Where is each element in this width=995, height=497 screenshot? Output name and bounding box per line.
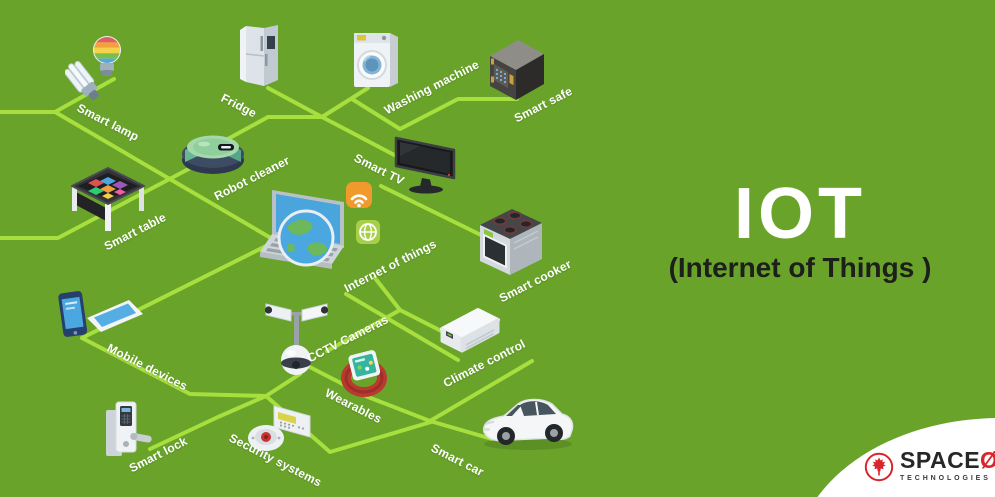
page-title: IOT bbox=[734, 174, 866, 254]
fridge-icon bbox=[240, 25, 278, 86]
title-block: IOT (Internet of Things ) bbox=[633, 174, 967, 284]
smart-tv-icon bbox=[394, 136, 456, 194]
smart-car-icon bbox=[483, 398, 574, 450]
line-wearables-car bbox=[298, 360, 494, 441]
smart-safe-icon bbox=[490, 40, 544, 100]
logo-brand: SPACEØ bbox=[900, 449, 995, 472]
internet-of-things-icon bbox=[260, 182, 380, 269]
logo-text: SPACEØ TECHNOLOGIES bbox=[900, 449, 995, 483]
smart-lamp-icon bbox=[65, 36, 121, 101]
cctv-cameras-icon bbox=[264, 303, 329, 375]
line-smart-safe bbox=[350, 97, 519, 131]
washing-machine-icon bbox=[354, 33, 398, 87]
brand-logo: SPACEØ TECHNOLOGIES bbox=[862, 449, 995, 489]
line-washing-machine bbox=[320, 86, 370, 119]
logo-subtext: TECHNOLOGIES bbox=[900, 475, 991, 482]
robot-cleaner-icon bbox=[182, 135, 244, 174]
line-fridge-tv bbox=[266, 86, 402, 160]
line-junction-cctv bbox=[264, 372, 302, 398]
logo-slashed-o: Ø bbox=[980, 447, 995, 473]
line-robot-table bbox=[0, 162, 200, 240]
maple-leaf-icon bbox=[864, 452, 894, 482]
line-robot-junction bbox=[213, 115, 324, 148]
smart-lock-icon bbox=[106, 401, 152, 456]
wearables-icon bbox=[341, 350, 387, 397]
line-climate-car bbox=[428, 359, 534, 423]
line-hub-climate2 bbox=[344, 292, 460, 362]
climate-control-icon bbox=[440, 308, 500, 353]
smart-table-icon bbox=[71, 167, 145, 231]
security-systems-icon bbox=[248, 405, 311, 451]
line-mobile-junction bbox=[80, 336, 268, 398]
page-subtitle: (Internet of Things ) bbox=[668, 252, 932, 284]
mobile-devices-icon bbox=[58, 291, 143, 337]
smart-cooker-icon bbox=[480, 209, 542, 275]
logo-brand-word: SPACE bbox=[900, 447, 981, 473]
line-tv-cooker bbox=[379, 184, 487, 239]
line-smart-lock bbox=[148, 394, 268, 451]
